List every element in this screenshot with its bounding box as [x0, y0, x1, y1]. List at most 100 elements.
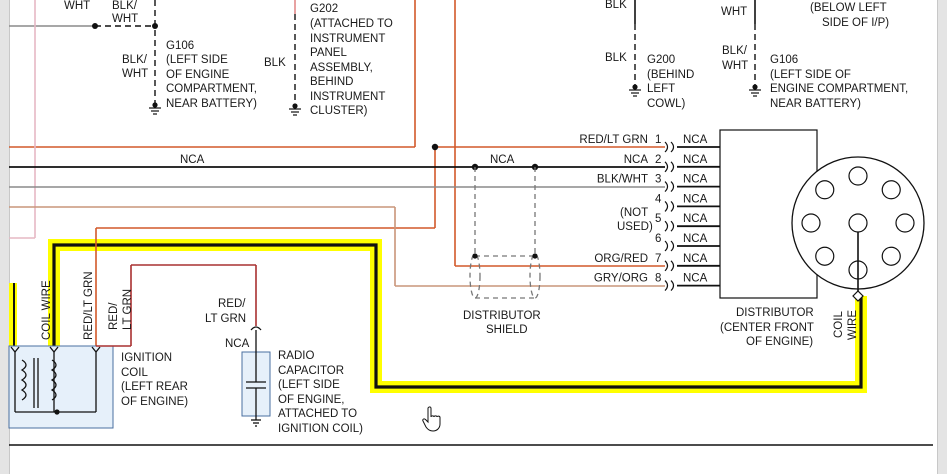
capacitor-wire-label: RED/ [218, 298, 246, 310]
g202-label: PANEL [310, 47, 347, 59]
connector-terminal-icon [664, 181, 675, 193]
capacitor-nca: NCA [225, 338, 250, 350]
connector-term-nca: NCA [683, 174, 708, 186]
right-window-edge [937, 0, 947, 474]
g202-label: BEHIND [310, 76, 353, 88]
g106-left-label: COMPARTMENT, [166, 83, 257, 95]
capacitor-label: CAPACITOR [278, 365, 344, 377]
connector-pin-number: 3 [655, 174, 661, 186]
label-wht: WHT [721, 6, 747, 18]
connector-term-nca: NCA [683, 233, 708, 245]
coil-wire[interactable] [52, 243, 863, 389]
connector-term-nca: NCA [683, 193, 708, 205]
cap-terminal [895, 213, 915, 233]
splice-dot [532, 253, 538, 259]
connector-wire-color: ORG/RED [594, 253, 648, 265]
left-window-edge [0, 0, 10, 474]
connector-term-nca: NCA [683, 154, 708, 166]
g200-label: COWL) [647, 98, 686, 110]
label-wht: WHT [64, 0, 90, 12]
connector-term-nca: NCA [683, 273, 708, 285]
distributor-label: (CENTER FRONT [720, 322, 814, 334]
label-blk: BLK [264, 57, 286, 69]
label-blk-wht: WHT [112, 13, 138, 25]
distributor-shield-label: DISTRIBUTOR [463, 310, 541, 322]
connector-wire-color: RED/LT GRN [579, 134, 648, 146]
capacitor-label: RADIO [278, 350, 314, 362]
connector-term-nca: NCA [683, 253, 708, 265]
connector-wire-color: GRY/ORG [594, 273, 648, 285]
ground-symbol-icon [629, 84, 641, 97]
connector-terminal-icon [664, 280, 675, 292]
g202-label: (ATTACHED TO [310, 18, 393, 30]
cap-terminal [881, 180, 901, 200]
connector-pin-number: 6 [655, 233, 661, 245]
ignition-coil-label: (LEFT REAR [121, 381, 188, 393]
splice-dot [472, 253, 478, 259]
ignition-coil-label: IGNITION [121, 352, 172, 364]
not-used-label: USED) [617, 221, 653, 233]
g106-right-label: (LEFT SIDE OF [770, 69, 851, 81]
connector-term-nca: NCA [683, 134, 708, 146]
distributor-shield-label: SHIELD [486, 324, 528, 336]
cap-terminal [815, 180, 835, 200]
cap-terminal [848, 166, 868, 186]
ground-symbol-icon [289, 103, 301, 116]
ignition-coil-label: OF ENGINE) [121, 396, 188, 408]
g106-left-label: (LEFT SIDE [166, 54, 228, 66]
cap-terminal [881, 246, 901, 266]
g202-label: INSTRUMENT [310, 91, 385, 103]
label-nca: NCA [180, 154, 205, 166]
ground-symbol-icon [749, 84, 761, 97]
connector-terminal-icon [664, 260, 675, 272]
ground-symbol-icon [149, 102, 161, 115]
capacitor-label: (LEFT SIDE [278, 379, 340, 391]
g106-right-label: ENGINE COMPARTMENT, [770, 83, 908, 95]
label-blk-wht: WHT [722, 60, 748, 72]
g200-label: G200 [647, 54, 675, 66]
label-blk: BLK [605, 0, 627, 11]
distributor-label: OF ENGINE) [746, 336, 813, 348]
connector-pin-number: 7 [655, 253, 661, 265]
capacitor-label: OF ENGINE, [278, 394, 344, 406]
g202-label: CLUSTER) [310, 105, 368, 117]
label-blk-wht: BLK/ [722, 45, 748, 57]
g200-label: LEFT [647, 83, 675, 95]
connector-terminal-icon [664, 240, 675, 252]
cap-terminal [815, 246, 835, 266]
coil-wire-label-left: COIL WIRE [41, 280, 53, 340]
red-lt-grn-label: RED/LT GRN [83, 271, 95, 340]
connector-pin-number: 1 [655, 134, 661, 146]
g106-right-label: NEAR BATTERY) [770, 98, 861, 110]
splice-dot [431, 143, 439, 151]
g200-label: (BEHIND [647, 69, 694, 81]
g106-right-label: G106 [770, 54, 798, 66]
connector-terminal-icon [664, 141, 675, 153]
connector-terminal-icon [664, 161, 675, 173]
distributor-label: DISTRIBUTOR [736, 307, 814, 319]
coil-terminal-icon [49, 346, 59, 353]
capacitor-label: IGNITION COIL) [278, 423, 363, 435]
label-blk-wht: WHT [122, 68, 148, 80]
ignition-coil-label: COIL [121, 367, 148, 379]
capacitor-wire-label: LT GRN [205, 313, 246, 325]
capacitor-terminal-icon [250, 326, 262, 331]
capacitor-label: ATTACHED TO [278, 408, 357, 420]
g106-left-label: G106 [166, 40, 194, 52]
connector-pin-number: 2 [655, 154, 661, 166]
connector-wire-color: NCA [624, 154, 649, 166]
g202-label: INSTRUMENT [310, 33, 385, 45]
red-lt-grn-label: LT GRN [122, 289, 134, 330]
g202-label: ASSEMBLY, [310, 62, 373, 74]
coil-wire-label-right: COIL [833, 311, 845, 338]
g202-label: G202 [310, 3, 338, 15]
red-lt-grn-label: RED/ [108, 302, 120, 330]
i-p-note: SIDE OF I/P) [822, 17, 889, 29]
connector-terminal-icon [664, 220, 675, 232]
coil-terminal-icon [10, 346, 20, 353]
label-blk-wht: BLK/ [112, 0, 138, 12]
